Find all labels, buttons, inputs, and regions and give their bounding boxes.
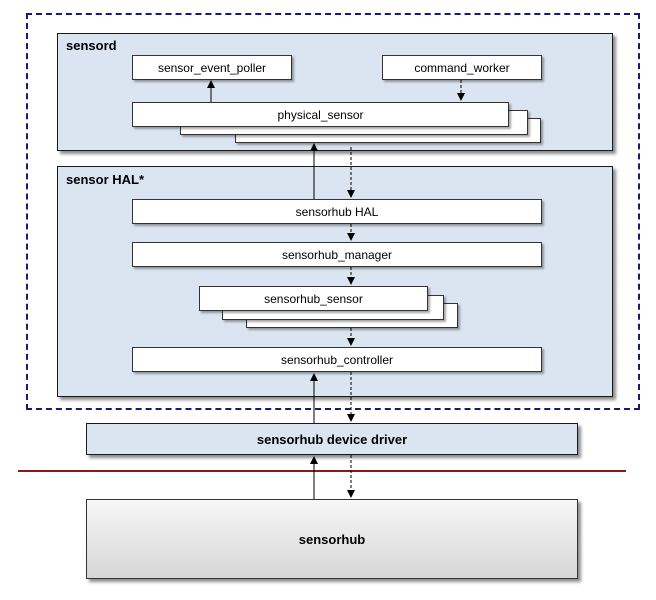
user-space-boundary — [26, 13, 640, 410]
sensorhub-controller-box: sensorhub_controller — [132, 347, 542, 372]
kernel-hardware-divider — [18, 470, 626, 472]
sensorhub-device-driver-box: sensorhub device driver — [86, 423, 578, 455]
physical-sensor-box: physical_sensor — [132, 102, 509, 127]
sensord-title: sensord — [66, 38, 117, 53]
sensorhub-sensor-box: sensorhub_sensor — [199, 286, 428, 311]
command-worker-box: command_worker — [382, 55, 542, 80]
sensorhub-hardware-box: sensorhub — [86, 499, 578, 579]
sensor-event-poller-box: sensor_event_poller — [132, 55, 292, 80]
sensorhub-manager-box: sensorhub_manager — [132, 242, 542, 267]
sensor-hal-title: sensor HAL* — [66, 172, 145, 187]
sensorhub-hal-box: sensorhub HAL — [132, 199, 542, 224]
